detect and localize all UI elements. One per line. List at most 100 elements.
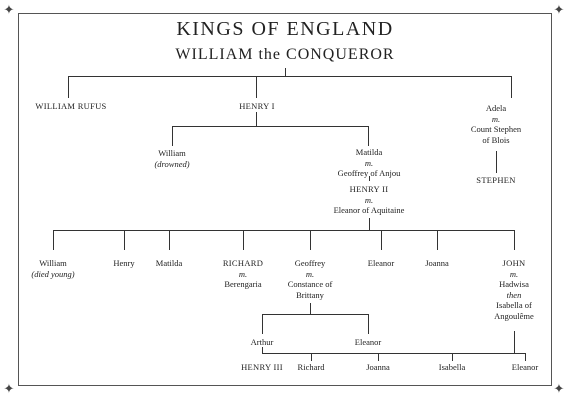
connector-line (262, 353, 525, 354)
connector-line (310, 303, 311, 314)
person-name: Matilda (155, 258, 183, 268)
node-stephen: STEPHEN (476, 175, 515, 186)
node-henry-ii: HENRY II m. Eleanor of Aquitaine (334, 184, 405, 216)
marriage-marker: m. (509, 268, 519, 279)
spouse-name: Count Stephen (470, 124, 522, 134)
connector-line (169, 230, 170, 250)
person-name: Eleanor (511, 362, 539, 372)
node-isabella: Isabella (439, 362, 465, 373)
person-name: JOHN (502, 258, 526, 268)
connector-line (368, 314, 369, 334)
connector-line (256, 76, 257, 98)
connector-line (514, 331, 515, 353)
connector-line (243, 230, 244, 250)
spouse-name: Hadwisa (499, 279, 529, 289)
person-name: Arthur (250, 337, 274, 347)
person-name: Henry (113, 258, 135, 268)
corner-ornament-icon: ✦ (3, 381, 15, 396)
connector-line (496, 151, 497, 173)
node-matilda: Matilda m. Geoffrey of Anjou (338, 147, 401, 179)
connector-line (311, 353, 312, 361)
node-henry-iii: HENRY III (241, 362, 283, 373)
node-eleanor-g4: Eleanor (355, 337, 381, 348)
node-john: JOHN m. Hadwisa then Isabella of Angoulê… (494, 258, 534, 321)
spouse-name: Constance of (287, 279, 333, 289)
person-name: Joanna (366, 362, 390, 372)
connector-line (378, 353, 379, 361)
person-name: Adela (485, 103, 507, 113)
page-subtitle: WILLIAM the CONQUEROR (175, 46, 395, 63)
person-note: (drowned) (154, 158, 190, 169)
corner-ornament-icon: ✦ (553, 381, 565, 396)
connector-line (285, 68, 286, 76)
connector-line (511, 76, 512, 98)
connector-line (514, 230, 515, 250)
connector-line (256, 112, 257, 126)
connector-line (452, 353, 453, 361)
node-joanna-g5: Joanna (366, 362, 390, 373)
connector-line (124, 230, 125, 250)
node-adela: Adela m. Count Stephen of Blois (471, 103, 521, 145)
person-note: (died young) (31, 268, 75, 279)
node-arthur: Arthur (251, 337, 274, 348)
connector-line (368, 126, 369, 146)
node-eleanor-g5: Eleanor (512, 362, 538, 373)
person-name: Isabella (438, 362, 466, 372)
spouse-name: Brittany (296, 289, 324, 300)
spouse-name: Berengaria (224, 279, 262, 289)
marriage-marker: m. (305, 268, 315, 279)
node-matilda-g3: Matilda (156, 258, 182, 269)
spouse-name: Angoulême (494, 310, 534, 321)
person-name: William (158, 148, 186, 158)
border-frame (18, 13, 552, 386)
connector-line (525, 353, 526, 361)
node-richard-g5: Richard (298, 362, 325, 373)
marriage-marker: m. (491, 113, 501, 124)
person-name: Eleanor (367, 258, 395, 268)
connector-line (53, 230, 514, 231)
person-name: William (39, 258, 67, 268)
connector-line (172, 126, 368, 127)
node-henry: Henry (113, 258, 134, 269)
spouse-connector: then (506, 289, 522, 300)
person-name: WILLIAM RUFUS (35, 101, 107, 111)
spouse-name: Geoffrey of Anjou (337, 168, 401, 178)
connector-line (369, 218, 370, 230)
node-eleanor-g3: Eleanor (368, 258, 394, 269)
connector-line (310, 230, 311, 250)
connector-line (68, 76, 511, 77)
person-name: Joanna (425, 258, 449, 268)
person-name: RICHARD (222, 258, 264, 268)
marriage-marker: m. (238, 268, 248, 279)
connector-line (381, 230, 382, 250)
node-william-drowned: William (drowned) (154, 148, 189, 169)
connector-line (53, 230, 54, 250)
node-henry-i: HENRY I (239, 101, 275, 112)
node-william-rufus: WILLIAM RUFUS (35, 101, 106, 112)
corner-ornament-icon: ✦ (553, 2, 565, 17)
person-name: Richard (297, 362, 325, 372)
node-william-died-young: William (died young) (31, 258, 74, 279)
spouse-name: of Blois (482, 134, 510, 145)
marriage-marker: m. (364, 194, 374, 205)
connector-line (262, 347, 263, 353)
node-joanna-g3: Joanna (425, 258, 449, 269)
marriage-marker: m. (364, 157, 374, 168)
person-name: HENRY III (241, 362, 283, 372)
person-name: Matilda (355, 147, 383, 157)
connector-line (172, 126, 173, 146)
connector-line (262, 314, 368, 315)
corner-ornament-icon: ✦ (3, 2, 15, 17)
node-geoffrey: Geoffrey m. Constance of Brittany (288, 258, 333, 300)
person-name: STEPHEN (476, 175, 516, 185)
connector-line (369, 176, 370, 181)
person-name: Eleanor (354, 337, 382, 347)
spouse-name: Isabella of (496, 300, 532, 310)
person-name: HENRY II (349, 184, 389, 194)
spouse-name: Eleanor of Aquitaine (333, 205, 405, 215)
connector-line (437, 230, 438, 250)
connector-line (262, 314, 263, 334)
node-richard-i: RICHARD m. Berengaria (223, 258, 263, 290)
person-name: HENRY I (239, 101, 275, 111)
